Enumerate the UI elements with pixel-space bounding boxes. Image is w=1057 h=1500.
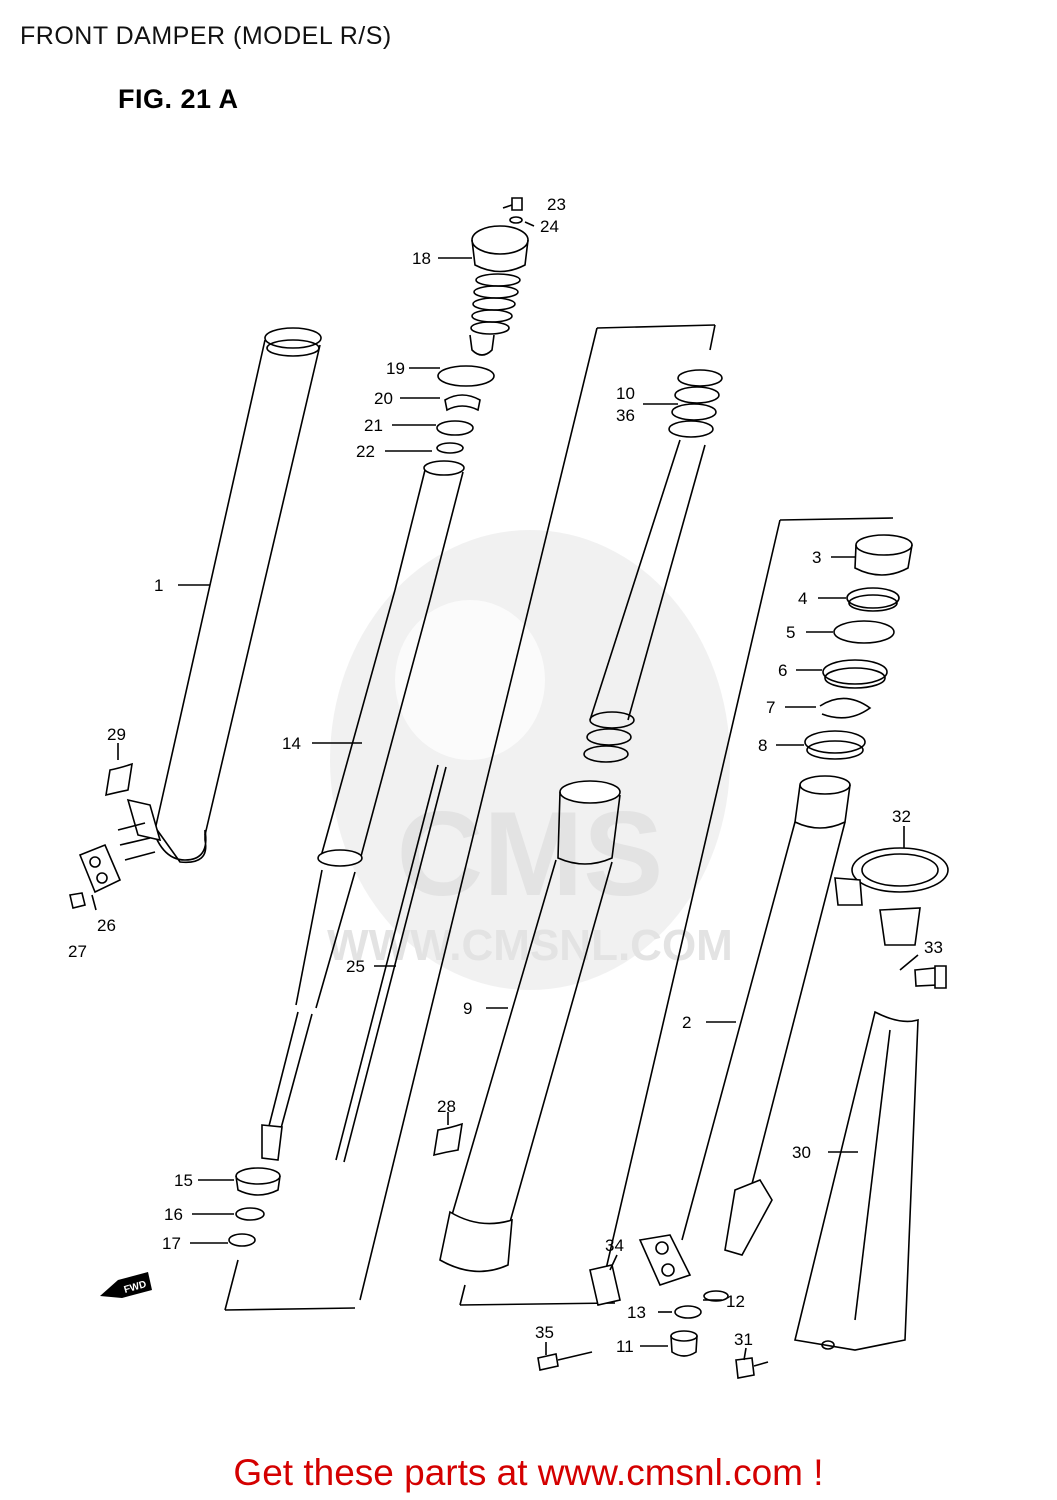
callout-24: 24	[540, 217, 559, 236]
part-30-guard	[794, 1010, 919, 1351]
watermark-brand: CMS	[397, 787, 664, 921]
callout-7: 7	[766, 698, 775, 717]
callout-27: 27	[68, 942, 87, 961]
callout-35: 35	[535, 1323, 554, 1342]
leader-lines	[91, 204, 919, 1361]
part-1-outer-tube	[117, 327, 322, 864]
part-29-label	[105, 762, 133, 797]
callout-36: 36	[616, 406, 635, 425]
page-title: FRONT DAMPER (MODEL R/S)	[20, 22, 392, 50]
callout-14: 14	[282, 734, 301, 753]
callout-5: 5	[786, 623, 795, 642]
assembly-frame-center	[359, 324, 716, 1306]
part-33-bolt	[914, 965, 947, 989]
callout-1: 1	[154, 576, 163, 595]
part-5-ring	[833, 620, 895, 644]
part-7-clip	[819, 697, 872, 719]
callout-32: 32	[892, 807, 911, 826]
callout-20: 20	[374, 389, 393, 408]
part-13-oring	[674, 1305, 702, 1319]
part-17-ring	[228, 1233, 256, 1247]
part-14-damper-rod	[261, 460, 465, 1161]
callout-11: 11	[616, 1337, 634, 1356]
figure-label: FIG. 21 A	[118, 84, 239, 114]
callout-22: 22	[356, 442, 375, 461]
part-10-spring	[583, 369, 723, 763]
part-18-cap-bolt	[469, 225, 529, 356]
part-24-washer	[509, 216, 523, 224]
callout-19: 19	[386, 359, 405, 378]
part-2-outer-tube	[638, 775, 851, 1286]
callout-12: 12	[726, 1292, 745, 1311]
part-19-oring	[437, 365, 495, 387]
fwd-arrow-icon: FWD	[100, 1272, 152, 1298]
part-9-inner-tube	[439, 780, 621, 1273]
part-3-bushing	[854, 534, 913, 576]
part-12-washer	[703, 1290, 729, 1302]
part-31-bolt	[735, 1357, 769, 1379]
assembly-frame-middle	[224, 1259, 356, 1311]
callout-16: 16	[164, 1205, 183, 1224]
part-16-ring	[235, 1207, 265, 1221]
part-20-ring	[444, 394, 481, 412]
callout-9: 9	[463, 999, 472, 1018]
callout-8: 8	[758, 736, 767, 755]
assembly-frame-right	[599, 517, 894, 1296]
callout-26: 26	[97, 916, 116, 935]
callout-18: 18	[412, 249, 431, 268]
callout-28: 28	[437, 1097, 456, 1116]
callout-34: 34	[605, 1236, 624, 1255]
watermark: CMS WWW.CMSNL.COM	[327, 530, 733, 990]
part-32-clamp	[834, 847, 949, 946]
part-4-washer	[846, 587, 900, 612]
part-28-label	[433, 1122, 463, 1157]
part-35-screw	[537, 1351, 593, 1371]
callout-3: 3	[812, 548, 821, 567]
callout-6: 6	[778, 661, 787, 680]
callout-15: 15	[174, 1171, 193, 1190]
part-6-seal	[822, 659, 888, 689]
watermark-url: WWW.CMSNL.COM	[327, 921, 733, 970]
part-11-adjuster	[670, 1330, 698, 1357]
part-15-bushing	[235, 1167, 281, 1196]
part-23-screw	[511, 197, 523, 211]
part-34-clip	[589, 1264, 621, 1306]
callout-21: 21	[364, 416, 383, 435]
get-parts-link[interactable]: Get these parts at www.cmsnl.com !	[233, 1452, 824, 1493]
callout-2: 2	[682, 1013, 691, 1032]
callout-10: 10	[616, 384, 635, 403]
callout-30: 30	[792, 1143, 811, 1162]
callout-13: 13	[627, 1303, 646, 1322]
callouts: 1 2 3 4 5 6 7 8 9 10 36 11 12 13 14 15 1…	[68, 195, 943, 1356]
part-26-holder	[78, 843, 122, 894]
part-21-ring	[436, 420, 474, 436]
callout-31: 31	[734, 1330, 753, 1349]
callout-23: 23	[547, 195, 566, 214]
callout-17: 17	[162, 1234, 181, 1253]
part-22-ring	[436, 442, 464, 454]
part-27-nut	[69, 892, 86, 909]
part-8-dust-seal	[804, 730, 866, 760]
callout-29: 29	[107, 725, 126, 744]
part-25-rod	[335, 764, 447, 1163]
callout-4: 4	[798, 589, 807, 608]
callout-33: 33	[924, 938, 943, 957]
callout-25: 25	[346, 957, 365, 976]
